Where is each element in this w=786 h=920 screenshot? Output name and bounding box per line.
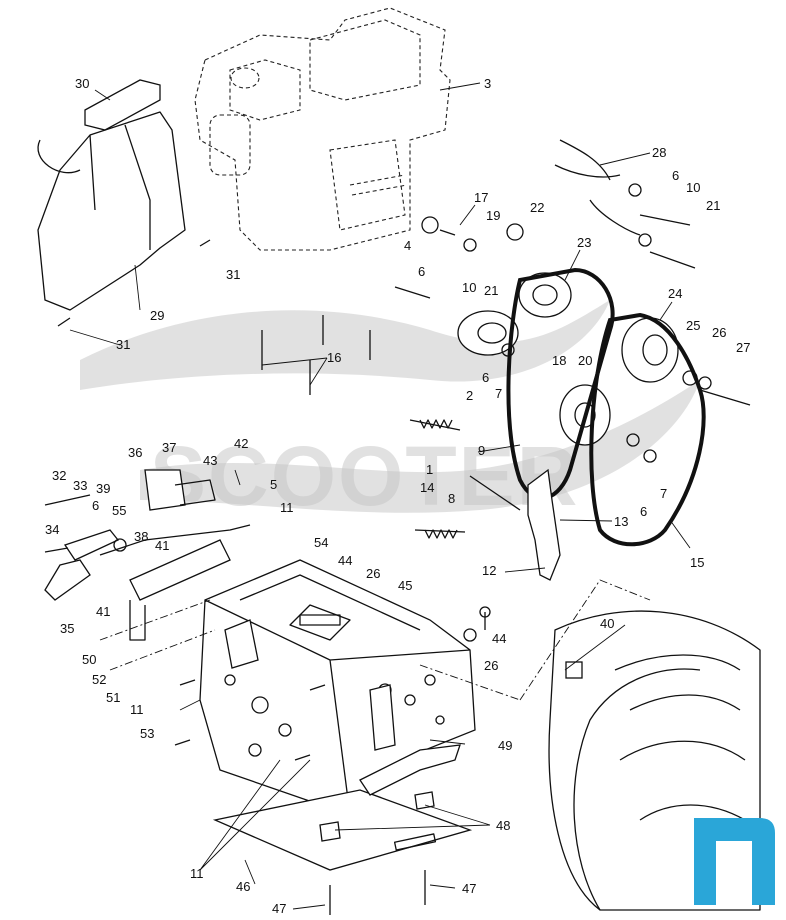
impeller-housing [548, 610, 761, 911]
callout: 21 [706, 198, 720, 213]
callout: 36 [128, 445, 142, 460]
callout: 26 [366, 566, 380, 581]
callout: 44 [338, 553, 352, 568]
callout: 20 [578, 353, 592, 368]
callout: 35 [60, 621, 74, 636]
callout: 11 [130, 702, 144, 717]
callout: 27 [736, 340, 750, 355]
callout: 7 [660, 486, 667, 501]
callout: 10 [686, 180, 700, 195]
callout: 24 [668, 286, 682, 301]
callout: 19 [486, 208, 500, 223]
callout: 47 [462, 881, 476, 896]
callout: 5 [270, 477, 277, 492]
callout: 38 [134, 529, 148, 544]
callout: 14 [420, 480, 434, 495]
callout: 29 [150, 308, 164, 323]
callout: 2 [466, 388, 473, 403]
callout: 18 [552, 353, 566, 368]
callout: 54 [314, 535, 328, 550]
callout: 6 [640, 504, 647, 519]
callout-labels: 30 3 28 6 10 21 17 19 22 4 6 10 21 23 31… [45, 76, 750, 916]
brand-logo-mark [694, 818, 775, 905]
callout: 51 [106, 690, 120, 705]
callout: 28 [652, 145, 666, 160]
callout: 41 [155, 538, 169, 553]
callout: 50 [82, 652, 96, 667]
callout: 21 [484, 283, 498, 298]
callout: 34 [45, 522, 59, 537]
callout: 48 [496, 818, 510, 833]
callout: 26 [484, 658, 498, 673]
callout: 46 [236, 879, 250, 894]
callout: 49 [498, 738, 512, 753]
watermark: SCOOTER [80, 300, 700, 523]
callout: 40 [600, 616, 614, 631]
callout: 47 [272, 901, 286, 916]
callout: 3 [484, 76, 491, 91]
watermark-swoosh [80, 300, 610, 390]
main-frame [199, 559, 476, 816]
callout: 31 [116, 337, 130, 352]
callout: 26 [712, 325, 726, 340]
callout: 45 [398, 578, 412, 593]
callout: 9 [478, 443, 485, 458]
callout: 33 [73, 478, 87, 493]
callout: 23 [577, 235, 591, 250]
callout: 16 [327, 350, 341, 365]
callout: 15 [690, 555, 704, 570]
callout: 11 [190, 866, 204, 881]
watermark-text: SCOOTER [150, 429, 579, 523]
chute-shroud [37, 79, 186, 311]
callout: 12 [482, 563, 496, 578]
belt-drive [457, 267, 706, 581]
callout: 55 [112, 503, 126, 518]
callout: 1 [426, 462, 433, 477]
callout: 6 [672, 168, 679, 183]
callout: 25 [686, 318, 700, 333]
callout: 37 [162, 440, 176, 455]
callout: 53 [140, 726, 154, 741]
callout: 44 [492, 631, 506, 646]
callout: 8 [448, 491, 455, 506]
watermark-swoosh-lower [140, 380, 700, 513]
callout: 41 [96, 604, 110, 619]
side-bracket [99, 539, 231, 671]
callout: 6 [418, 264, 425, 279]
callout: 11 [280, 500, 294, 515]
callout: 6 [482, 370, 489, 385]
callout: 4 [404, 238, 411, 253]
callout: 10 [462, 280, 476, 295]
lever-linkage [44, 469, 251, 601]
engine-ghost [194, 7, 451, 251]
callout: 43 [203, 453, 217, 468]
callout: 32 [52, 468, 66, 483]
callout: 6 [92, 498, 99, 513]
callout: 52 [92, 672, 106, 687]
callout: 42 [234, 436, 248, 451]
callout: 13 [614, 514, 628, 529]
callout: 39 [96, 481, 110, 496]
callout: 31 [226, 267, 240, 282]
leader-lines [69, 82, 691, 910]
fasteners [57, 139, 751, 915]
callout: 30 [75, 76, 89, 91]
callout: 22 [530, 200, 544, 215]
callout: 17 [474, 190, 488, 205]
callout: 7 [495, 386, 502, 401]
